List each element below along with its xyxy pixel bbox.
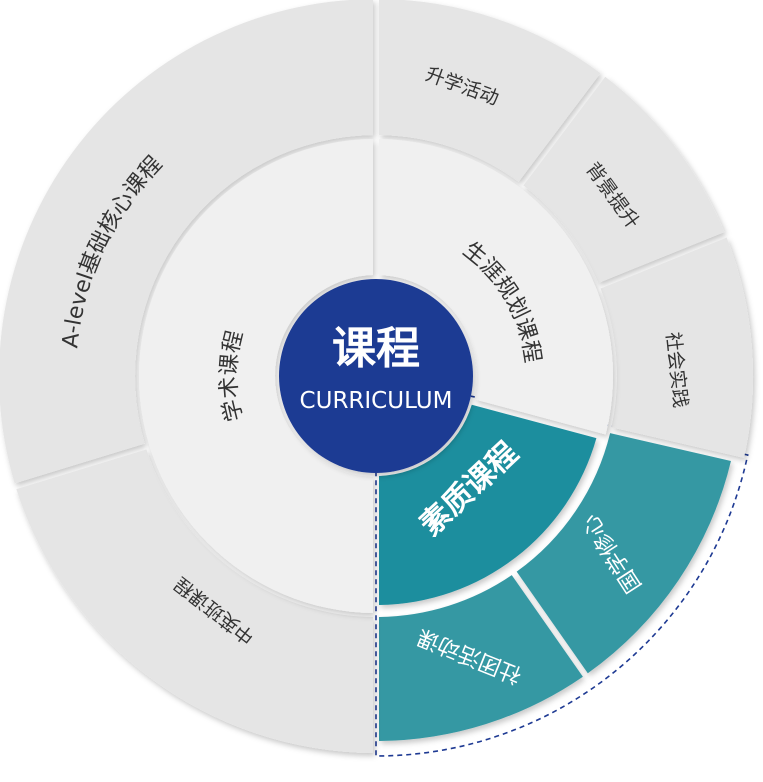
quality-sector-dashed-outline	[375, 395, 749, 757]
inner-segment-career[interactable]	[378, 139, 613, 435]
outer-segment-background[interactable]	[523, 76, 725, 283]
outer-segment-club[interactable]	[378, 575, 583, 741]
inner-ring	[138, 139, 613, 613]
inner-segment-academic[interactable]	[138, 139, 374, 613]
outer-segment-social[interactable]	[600, 237, 754, 458]
outer-segment-alevel[interactable]	[0, 0, 373, 484]
center-circle[interactable]	[279, 279, 473, 473]
inner-segment-quality[interactable]	[378, 404, 597, 605]
center-title: 课程	[332, 323, 420, 374]
outer-segment-intl[interactable]	[516, 433, 731, 674]
outer-segment-bridge[interactable]	[16, 449, 374, 753]
center-subtitle: CURRICULUM	[300, 388, 453, 414]
outer-ring	[0, 0, 754, 753]
outer-segment-advance[interactable]	[379, 0, 601, 182]
